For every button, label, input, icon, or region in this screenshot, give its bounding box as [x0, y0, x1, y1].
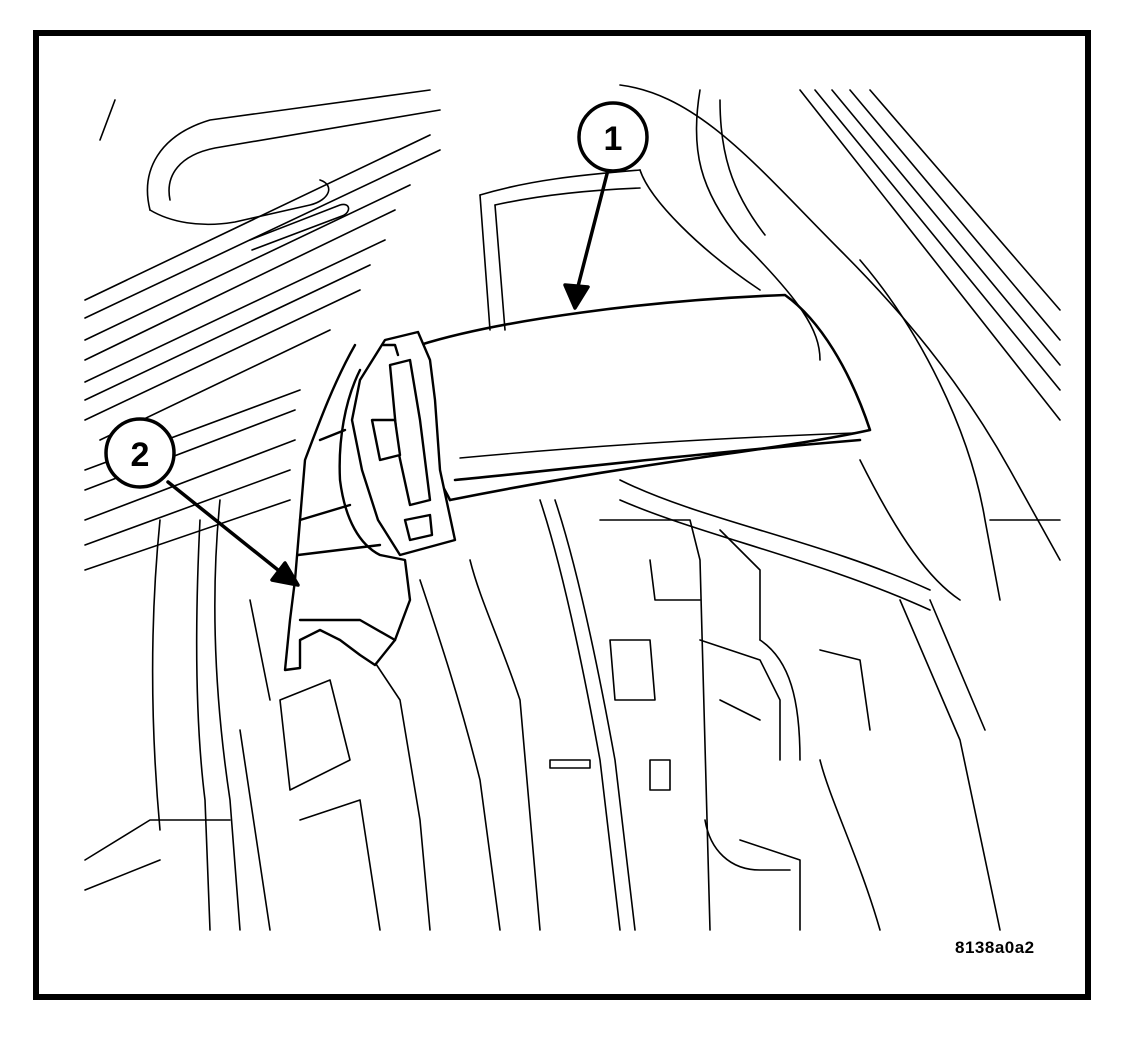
- callout-1-label: 1: [604, 120, 623, 158]
- background-linework: [84, 84, 1061, 931]
- retaining-clip: [350, 330, 457, 557]
- connector-bracket: [283, 343, 412, 672]
- callout-2-label: 2: [131, 436, 150, 474]
- wiring-harness-tube: [411, 293, 872, 502]
- callout-arrow-1: [563, 168, 610, 310]
- callout-1: 1: [577, 101, 649, 173]
- figure-id-label: 8138a0a2: [955, 938, 1035, 957]
- callout-arrow-2: [166, 480, 300, 587]
- callout-2: 2: [104, 417, 176, 489]
